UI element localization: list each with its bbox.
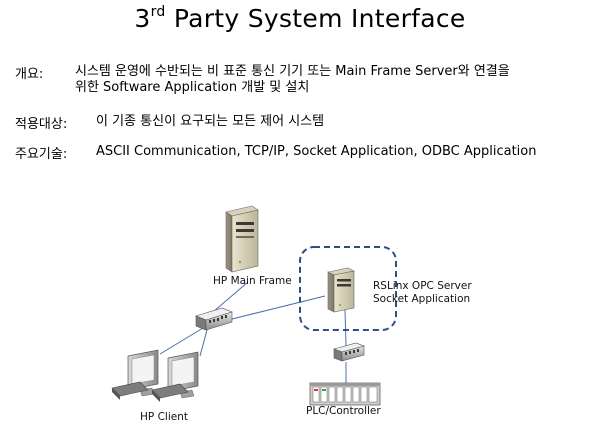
mainframe-label: HP Main Frame <box>213 275 292 287</box>
client-workstation-1-icon <box>111 349 159 400</box>
server-label-2: Socket Application <box>373 293 470 305</box>
tech-label: 주요기술: <box>15 147 68 162</box>
client-workstation-2-icon <box>151 351 199 402</box>
network-switch-icon <box>195 307 233 331</box>
server-boundary <box>299 246 397 331</box>
line-server-switch2 <box>344 309 347 347</box>
line-switch-client2 <box>199 329 208 357</box>
target-label: 적용대상: <box>15 117 68 132</box>
overview-line-1: 시스템 운영에 수반되는 비 표준 통신 기기 또는 Main Frame Se… <box>75 64 510 79</box>
plc-controller-icon <box>309 382 381 406</box>
page-title: 3rd Party System Interface <box>134 4 466 33</box>
client-label: HP Client <box>140 411 188 423</box>
connection-lines <box>159 281 347 384</box>
network-switch-2-icon <box>333 342 365 362</box>
plc-label: PLC/Controller <box>306 405 381 417</box>
line-switch-client1 <box>159 327 204 355</box>
overview-label: 개요: <box>15 67 44 82</box>
tech-text: ASCII Communication, TCP/IP, Socket Appl… <box>96 144 537 159</box>
mainframe-server-icon <box>225 205 259 273</box>
rslinx-server-icon <box>327 267 355 313</box>
target-text: 이 기종 통신이 요구되는 모든 제어 시스템 <box>96 114 325 129</box>
overview-line-2: 위한 Software Application 개발 및 설치 <box>75 80 310 95</box>
server-label-1: RSLinx OPC Server <box>373 280 472 292</box>
line-switch-server <box>227 295 326 321</box>
line-mainframe-switch <box>212 281 249 313</box>
